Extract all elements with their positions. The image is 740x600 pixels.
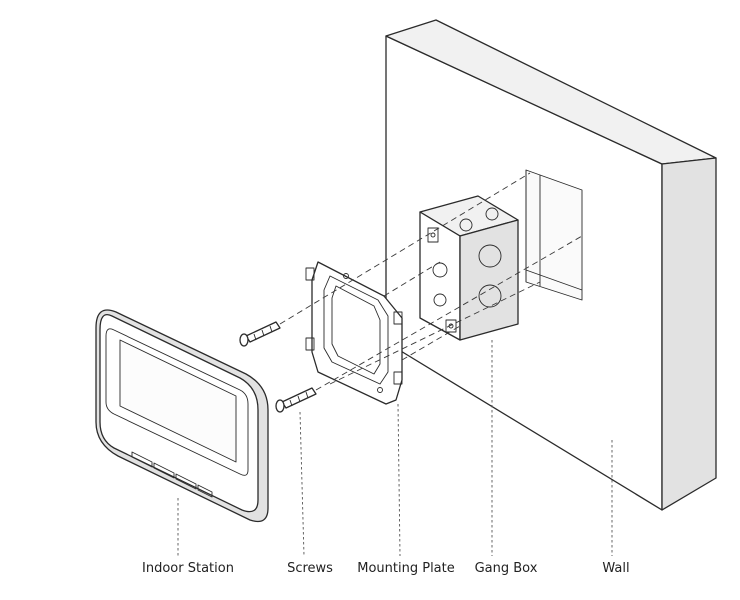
label-screws: Screws bbox=[287, 561, 333, 576]
wall bbox=[385, 19, 717, 511]
mounting-plate bbox=[305, 261, 403, 405]
leader-lines bbox=[177, 340, 613, 557]
screw-bottom bbox=[275, 387, 317, 413]
label-gang-box: Gang Box bbox=[474, 561, 538, 576]
assembly-guides bbox=[279, 172, 583, 391]
label-mounting-plate: Mounting Plate bbox=[357, 561, 455, 576]
label-wall: Wall bbox=[602, 561, 630, 576]
label-indoor-station: Indoor Station bbox=[142, 561, 234, 576]
gang-box bbox=[419, 195, 519, 341]
screw-top bbox=[239, 321, 281, 347]
indoor-station bbox=[95, 309, 269, 523]
